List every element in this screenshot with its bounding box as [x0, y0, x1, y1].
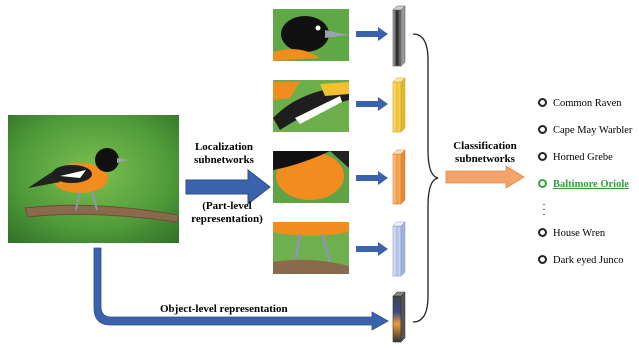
- feature-vector-head: [392, 5, 406, 67]
- class-label: Horned Grebe: [553, 152, 613, 163]
- part-crop-wing: [273, 80, 349, 132]
- part-to-feature-arrows: [356, 27, 388, 256]
- part-crop-legs: [273, 222, 349, 274]
- part-crop-belly: [273, 151, 349, 203]
- feature-vector-object: [392, 291, 406, 343]
- bullet-icon: [538, 125, 547, 134]
- localization-label: Localization subnetworks: [186, 141, 262, 167]
- feature-vector-legs: [392, 221, 406, 277]
- feature-vector-wing: [392, 77, 406, 133]
- part-crop-head: [273, 9, 349, 61]
- class-label: Common Raven: [553, 98, 622, 109]
- class-label: Cape May Warbler: [553, 125, 633, 136]
- classification-line1: Classification: [453, 140, 517, 152]
- object-level-arrow: [93, 247, 389, 331]
- part-level-line1: (Part-level: [202, 200, 252, 212]
- localization-line2: subnetworks: [194, 154, 254, 166]
- bullet-icon: [538, 228, 547, 237]
- class-label: House Wren: [553, 228, 606, 239]
- bullet-icon: [538, 179, 547, 188]
- object-level-label: Object-level representation: [160, 303, 288, 315]
- bullet-icon: [538, 152, 547, 161]
- part-level-label: (Part-level representation): [181, 200, 273, 226]
- part-level-line2: representation): [191, 213, 263, 225]
- classification-line2: subnetworks: [455, 153, 515, 165]
- bullet-icon: [538, 98, 547, 107]
- localization-arrow: [185, 168, 271, 206]
- class-label: Dark eyed Junco: [553, 255, 624, 266]
- bullet-icon: [538, 255, 547, 264]
- class-label: Baltimore Oriole: [553, 179, 629, 190]
- feature-vector-belly: [392, 149, 406, 205]
- classification-label: Classification subnetworks: [440, 140, 530, 166]
- curly-brace: [412, 33, 439, 323]
- classification-arrow: [445, 165, 525, 189]
- ellipsis-icon: ···: [542, 197, 546, 221]
- bird-photo: [8, 115, 179, 243]
- localization-line1: Localization: [194, 141, 254, 153]
